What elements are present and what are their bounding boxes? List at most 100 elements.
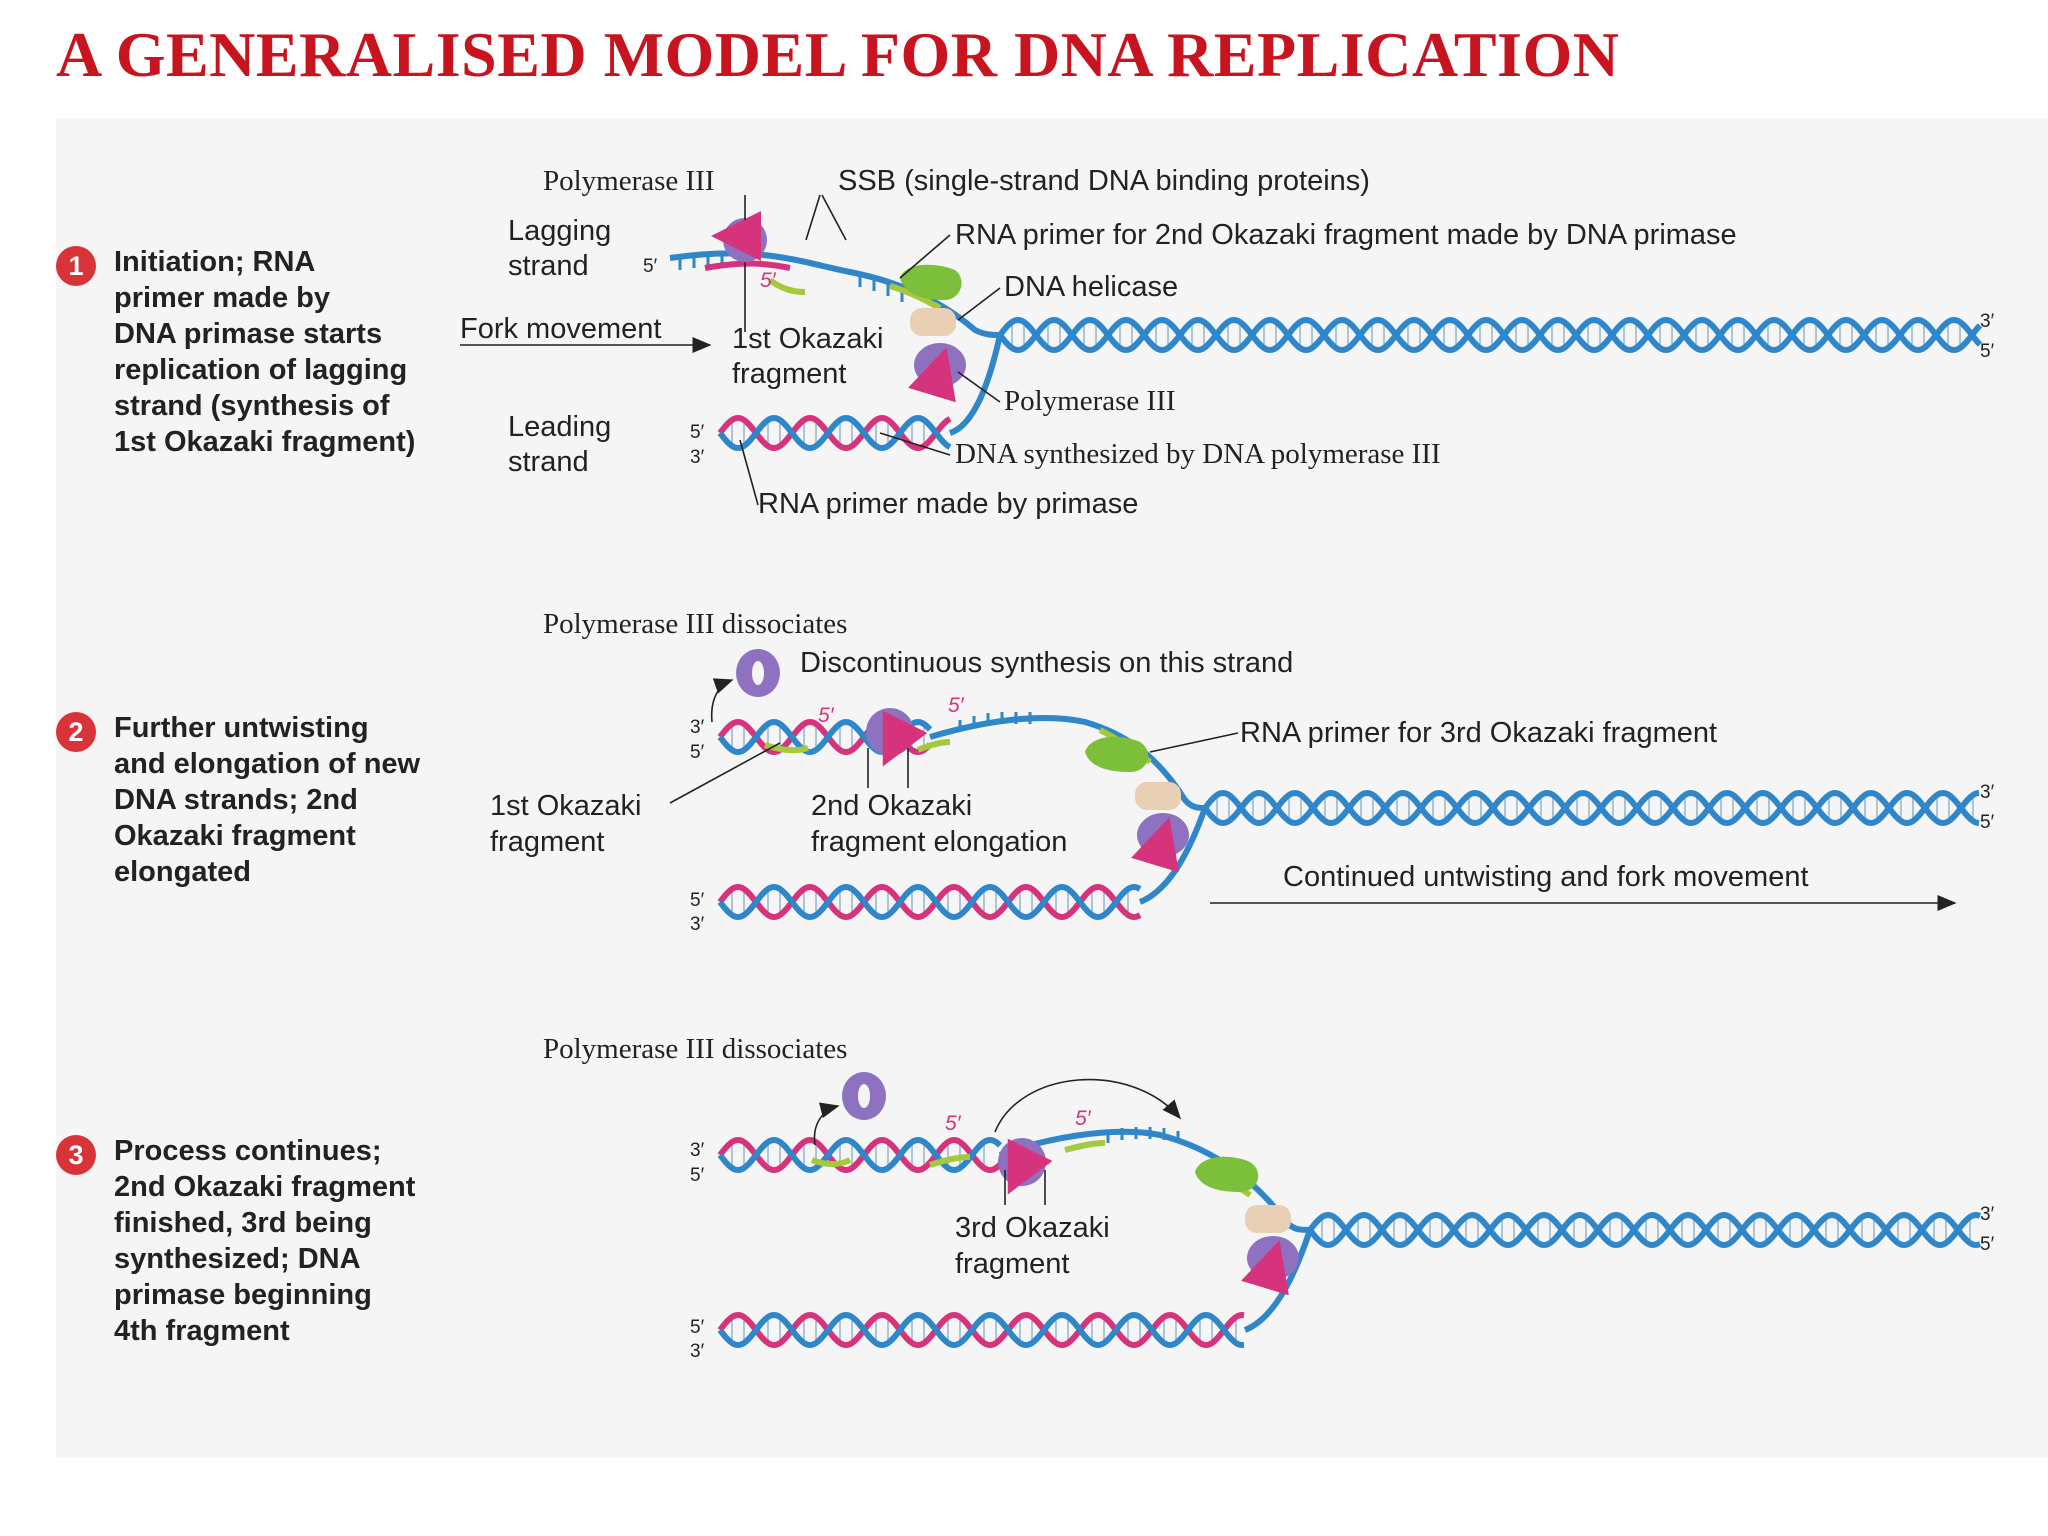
end-label-5prime-okazaki-b-3: 5′ [1075,1107,1092,1130]
end-label-5prime-okazaki3-2: 5′ [948,694,965,717]
okazaki-1-segment [704,260,791,271]
label-leading-strand-line1: Leading [508,411,611,443]
leading-helix-1 [717,414,952,452]
ssb-transfer-arrow-3 [994,1078,1182,1133]
primer-old-2 [764,742,809,754]
label-3rd-okazaki-line1: 3rd Okazaki [955,1212,1110,1244]
helix-strand-parental [1202,789,1980,827]
helicase-3 [1245,1205,1291,1233]
end-label-3prime-leading-1: 3′ [690,447,705,468]
end-label-5prime-leading-1: 5′ [690,422,705,443]
helicase-2 [1135,782,1181,810]
helix-strand-template [717,1311,1245,1349]
primer-new-2 [916,739,951,753]
label-fork-movement: Fork movement [460,313,661,345]
page-title: A GENERALISED MODEL FOR DNA REPLICATION [56,19,1620,90]
end-label-5prime-parent-1: 5′ [1980,341,1995,362]
step-1-number-badge: 1 [56,246,96,286]
end-label-5prime-okazaki-1: 5′ [760,269,777,292]
helix-strand-new [717,1136,1003,1174]
polymerase-arrow-2 [882,710,928,767]
helix-strand-template [1307,1211,1981,1249]
ssb-ticks-3 [1106,1127,1180,1143]
parental-helix-1 [997,316,1983,354]
panel-2: Polymerase III dissociates Discontinuous… [490,608,1995,935]
end-label-5prime-lagging-3: 5′ [690,1165,705,1186]
parental-helix-3 [1307,1211,1981,1249]
helix-strand-template [1202,789,1980,827]
primase-1 [900,264,962,300]
helix-strand-template [717,1136,1003,1174]
helix-strand-parental [997,316,1983,354]
helix-strand-new [717,883,1142,921]
label-rna-primer-3rd: RNA primer for 3rd Okazaki fragment [1240,717,1717,749]
end-label-5prime-leading-2: 5′ [690,890,705,911]
polymerase-iii-top-1 [723,218,767,262]
label-rna-primer-2nd: RNA primer for 2nd Okazaki fragment made… [955,219,1737,251]
label-2nd-okazaki-line2: fragment elongation [811,826,1067,858]
primase-2 [1085,736,1149,772]
label-1st-okazaki-line2: fragment [732,358,846,390]
end-label-5prime-lagging-1: 5′ [643,256,658,277]
panel-3: Polymerase III dissociates 3rd Okazaki f… [543,1033,1995,1362]
label-pol-dissociates-3: Polymerase III dissociates [543,1033,847,1065]
end-label-5prime-okazaki2-2: 5′ [818,704,835,727]
rna-primer-2nd-1 [889,283,942,311]
label-1st-okazaki-line1: 1st Okazaki [732,323,884,355]
helix-strand-new [717,1311,1245,1349]
label-lagging-strand-line1: Lagging [508,215,611,247]
polymerase-lower-arrow-1 [908,347,956,403]
label-pol-dissociates-2: Polymerase III dissociates [543,608,847,640]
ssb-ticks-2 [958,712,1032,732]
helix-strand-parental [1307,1211,1981,1249]
label-discontinuous: Discontinuous synthesis on this strand [800,647,1293,679]
primer-on-okazaki-1 [768,277,806,295]
polymerase-lower-arrow-3 [1241,1240,1289,1296]
primer-a-3 [810,1157,852,1168]
label-1st-okazaki-2-line1: 1st Okazaki [490,790,642,822]
step-2-text: Further untwisting and elongation of new… [114,712,421,888]
helix-strand-template [717,414,952,452]
end-label-3prime-leading-2: 3′ [690,914,705,935]
end-label-5prime-lagging-2: 5′ [690,742,705,763]
leading-helix-3 [717,1311,1245,1349]
label-dna-synthesized: DNA synthesized by DNA polymerase III [955,438,1441,470]
step-3-number-badge: 3 [56,1135,96,1175]
label-rna-primer-primase: RNA primer made by primase [758,488,1138,520]
label-polymerase-iii-top: Polymerase III [543,165,715,197]
lagging-template-2 [929,715,1206,811]
lagging-helix-3 [717,1136,1003,1174]
label-continued-untwisting: Continued untwisting and fork movement [1283,861,1809,893]
primer-c-3 [1064,1140,1106,1153]
dissociated-polymerase-hole-3 [858,1084,870,1108]
end-label-5prime-parent-3: 5′ [1980,1234,1995,1255]
helicase-1 [910,308,956,336]
dissociation-arrow-2 [710,678,734,723]
end-label-3prime-parent-2: 3′ [1980,782,1995,803]
lagging-template-3 [998,1128,1311,1233]
label-dna-helicase: DNA helicase [1004,271,1178,303]
primase-3 [1195,1156,1259,1192]
label-leading-strand-line2: strand [508,446,589,478]
step-2-number-badge: 2 [56,712,96,752]
end-label-5prime-parent-2: 5′ [1980,812,1995,833]
polymerase-lower-arrow-2 [1131,817,1179,873]
label-ssb: SSB (single-strand DNA binding proteins) [838,165,1370,197]
end-label-5prime-leading-3: 5′ [690,1317,705,1338]
leading-helix-2 [717,883,1142,921]
polymerase-arrow-3 [1007,1138,1053,1195]
end-label-3prime-parent-3: 3′ [1980,1204,1995,1225]
dissociated-polymerase-hole-2 [752,661,764,685]
label-1st-okazaki-2-line2: fragment [490,826,604,858]
label-3rd-okazaki-line2: fragment [955,1248,1069,1280]
end-label-3prime-lagging-2: 3′ [690,717,705,738]
step-1-text: Initiation; RNA primer made by DNA prima… [114,246,416,458]
end-label-3prime-leading-3: 3′ [690,1341,705,1362]
label-polymerase-iii-lower: Polymerase III [1004,385,1176,417]
panel-1: Polymerase III SSB (single-strand DNA bi… [460,165,1995,520]
dissociation-arrow-3 [813,1102,840,1146]
leading-template-link-1 [948,334,1003,436]
primer-b-3 [929,1154,971,1168]
end-label-5prime-okazaki-a-3: 5′ [945,1112,962,1135]
